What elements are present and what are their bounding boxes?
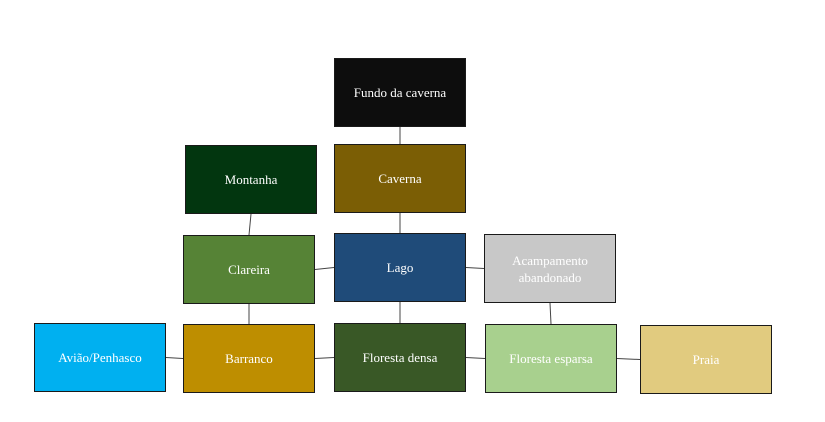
node-label: Praia bbox=[692, 352, 720, 367]
connector-barranco-densa bbox=[314, 357, 335, 359]
node-floresta-densa: Floresta densa bbox=[334, 323, 466, 392]
connector-lago-acamp bbox=[465, 267, 485, 269]
node-acampamento-abandonado: Acampamento abandonado bbox=[484, 234, 616, 303]
node-label: Floresta esparsa bbox=[509, 351, 593, 366]
node-caverna: Caverna bbox=[334, 144, 466, 213]
connector-clareira-lago bbox=[314, 267, 335, 270]
connector-densa-esparsa bbox=[465, 357, 486, 359]
node-label: Caverna bbox=[378, 171, 422, 186]
connector-acamp-esparsa bbox=[549, 302, 552, 325]
node-floresta-esparsa: Floresta esparsa bbox=[485, 324, 617, 393]
connector-esparsa-praia bbox=[616, 358, 641, 360]
node-label: Barranco bbox=[225, 351, 273, 366]
node-lago: Lago bbox=[334, 233, 466, 302]
node-fundo-da-caverna: Fundo da caverna bbox=[334, 58, 466, 127]
node-aviao-penhasco: Avião/Penhasco bbox=[34, 323, 166, 392]
node-label: Acampamento abandonado bbox=[512, 252, 588, 285]
node-montanha: Montanha bbox=[185, 145, 317, 214]
node-label: Lago bbox=[386, 260, 414, 275]
node-label: Floresta densa bbox=[362, 350, 438, 365]
node-barranco: Barranco bbox=[183, 324, 315, 393]
node-label: Clareira bbox=[228, 262, 270, 277]
node-label: Avião/Penhasco bbox=[58, 350, 142, 365]
node-label: Montanha bbox=[224, 172, 278, 187]
connector-montanha-clareira bbox=[248, 213, 252, 236]
node-praia: Praia bbox=[640, 325, 772, 394]
node-clareira: Clareira bbox=[183, 235, 315, 304]
node-label: Fundo da caverna bbox=[353, 85, 447, 100]
connector-aviao-barranco bbox=[165, 357, 184, 359]
